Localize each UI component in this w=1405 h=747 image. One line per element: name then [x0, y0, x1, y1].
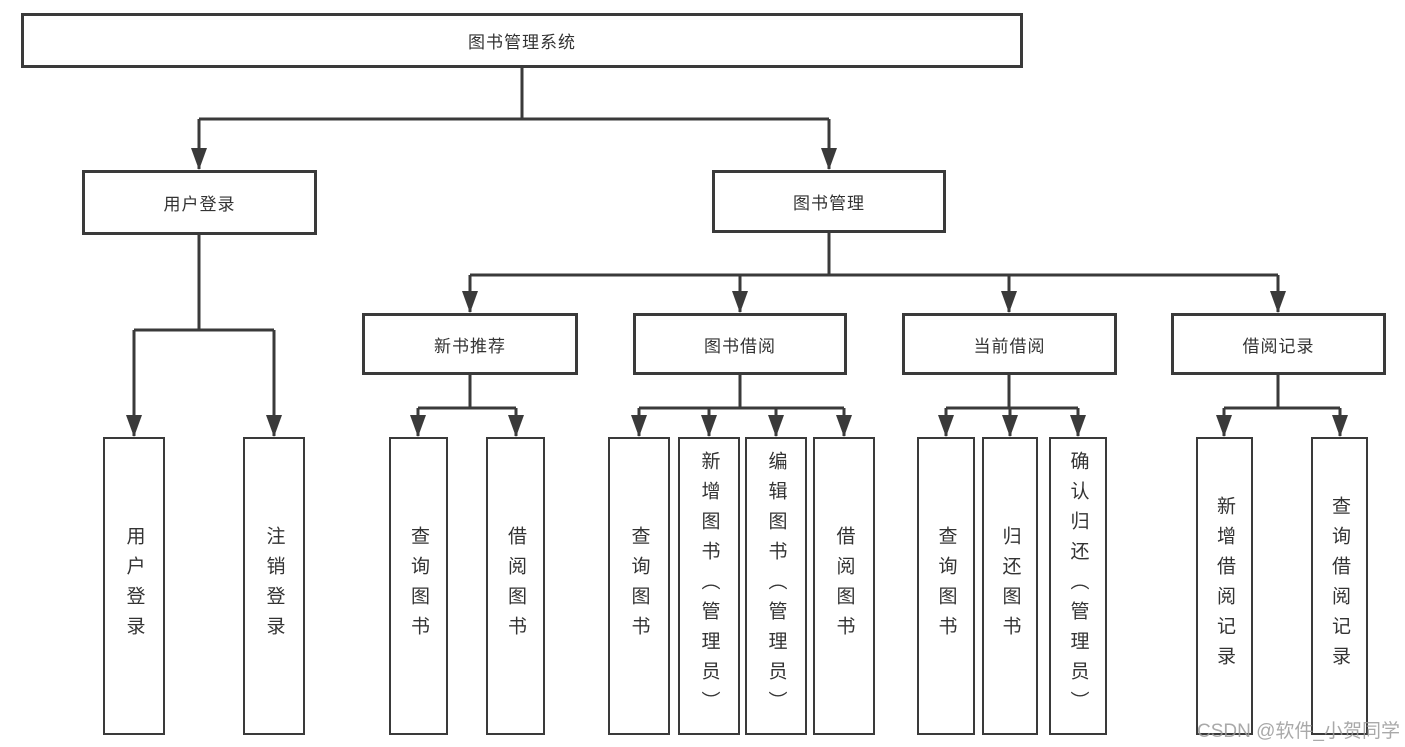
leaf-user-login: 用户登录 — [103, 437, 165, 735]
node-label: 新书推荐 — [434, 336, 506, 356]
leaf-query-books-borrowing: 查询图书 — [608, 437, 670, 735]
node-borrow-records: 借阅记录 — [1171, 313, 1386, 375]
node-book-management: 图书管理 — [712, 170, 946, 233]
node-library-management-system: 图书管理系统 — [21, 13, 1023, 68]
leaf-return-books: 归还图书 — [982, 437, 1038, 735]
node-label: 查询图书 — [408, 526, 429, 646]
leaf-borrow-books-recommend: 借阅图书 — [486, 437, 545, 735]
leaf-edit-book-admin: 编辑图书（管理员） — [745, 437, 807, 735]
node-label: 借阅图书 — [505, 526, 526, 646]
node-label: 新增借阅记录 — [1214, 496, 1235, 676]
leaf-borrow-books-borrowing: 借阅图书 — [813, 437, 875, 735]
node-label: 新增图书（管理员） — [698, 451, 720, 721]
leaf-logout: 注销登录 — [243, 437, 305, 735]
node-label: 图书借阅 — [704, 336, 776, 356]
leaf-query-books-recommend: 查询图书 — [389, 437, 448, 735]
leaf-query-books-current: 查询图书 — [917, 437, 975, 735]
node-label: 查询借阅记录 — [1329, 496, 1350, 676]
node-label: 查询图书 — [628, 526, 650, 646]
node-label: 图书管理系统 — [468, 33, 576, 52]
node-label: 用户登录 — [123, 526, 145, 646]
leaf-confirm-return-admin: 确认归还（管理员） — [1049, 437, 1107, 735]
node-label: 用户登录 — [163, 195, 236, 214]
node-label: 借阅记录 — [1242, 336, 1315, 356]
node-book-borrowing: 图书借阅 — [633, 313, 847, 375]
node-label: 注销登录 — [263, 526, 285, 646]
node-label: 当前借阅 — [973, 336, 1046, 356]
node-label: 查询图书 — [935, 526, 957, 646]
leaf-add-book-admin: 新增图书（管理员） — [678, 437, 740, 735]
csdn-watermark: CSDN @软件_小贺同学 — [1197, 721, 1400, 742]
node-label: 借阅图书 — [833, 526, 855, 646]
node-label: 归还图书 — [999, 526, 1021, 646]
node-new-book-recommend: 新书推荐 — [362, 313, 578, 375]
leaf-query-borrow-record: 查询借阅记录 — [1311, 437, 1368, 735]
node-label: 图书管理 — [793, 194, 865, 213]
node-label: 确认归还（管理员） — [1067, 451, 1089, 721]
leaf-add-borrow-record: 新增借阅记录 — [1196, 437, 1253, 735]
node-label: 编辑图书（管理员） — [765, 451, 787, 721]
node-current-borrowing: 当前借阅 — [902, 313, 1117, 375]
node-user-login: 用户登录 — [82, 170, 317, 235]
